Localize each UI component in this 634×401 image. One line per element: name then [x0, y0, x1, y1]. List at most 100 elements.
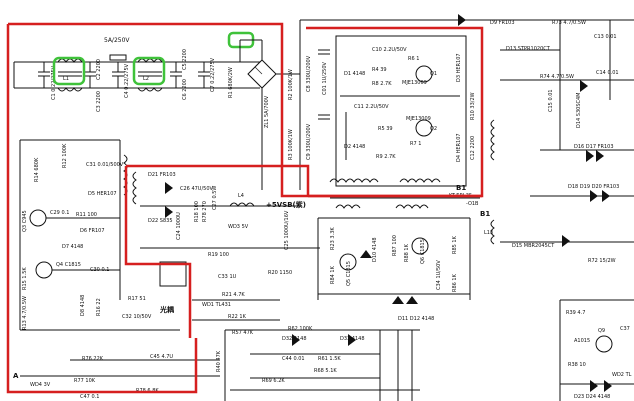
- c26-label: C26 47U/50V: [180, 186, 214, 192]
- diode-d33: [348, 334, 356, 346]
- half-bridge: R2 100K/1W R3 100K/1W C8 330U/200V C9 33…: [288, 19, 480, 209]
- diode-d22: [165, 206, 173, 218]
- r39-label: R39 4.7: [566, 310, 585, 316]
- c45-label: C45 4.7U: [150, 354, 173, 360]
- r87-label: R87 100: [392, 235, 398, 256]
- d11-label: D11 D12 4148: [398, 316, 434, 322]
- transistor-q1: [415, 65, 433, 83]
- c47-label: C47 0.1: [80, 394, 99, 400]
- bottom-section: R57 47K R62 100K D32 4148 D33 4148 C44 0…: [13, 299, 634, 401]
- r61-label: R61 1.5K: [318, 356, 341, 362]
- r1-label: R1 680K/2W: [228, 67, 234, 98]
- r4-label: R4 39: [372, 67, 387, 73]
- r21-label: R21 4.7K: [222, 292, 245, 298]
- o1b-label: -O1B: [466, 201, 479, 207]
- d14-label: D14 S30SC4M: [576, 93, 582, 129]
- q6-label: Q6 C1815: [420, 239, 426, 264]
- r77-label: R77 10K: [74, 378, 96, 384]
- c12-label: C12 2200: [470, 136, 476, 160]
- optocoupler: [159, 261, 187, 287]
- q1-label: Q1: [430, 71, 437, 77]
- diode-d32: [292, 334, 300, 346]
- c01-label: C01 1U/250V: [322, 61, 328, 95]
- red-outline-inner: [124, 166, 192, 338]
- wd1-label: WD1 TL431: [202, 302, 231, 308]
- c3-label: C3 2200: [96, 91, 102, 112]
- transistor-q4: [35, 261, 53, 279]
- c9-label: C9 330U/200V: [306, 123, 312, 160]
- fuse-label: 5A/250V: [104, 37, 130, 44]
- l1-label: L1: [63, 76, 69, 82]
- transistor-q2: [415, 119, 433, 137]
- q2-part-label: MJE13009: [406, 116, 431, 122]
- r17-label: R17 51: [128, 296, 146, 302]
- r7-label: R7 1: [410, 141, 421, 147]
- r84-label: R84 1K: [330, 265, 336, 284]
- inductor-l1: [57, 58, 83, 92]
- r3-label: R3 100K/1W: [288, 129, 294, 160]
- diode-d21: [165, 182, 173, 194]
- d1-label: D1 4148: [344, 71, 365, 77]
- q5-label: Q5 C1815: [346, 261, 352, 286]
- diode-d9: [458, 14, 466, 26]
- d13-label: D13 STPR1020CT: [506, 46, 551, 52]
- red-outline-top-inner: [126, 164, 310, 196]
- transistor-q9: [595, 335, 613, 353]
- r73-label: R73 4.7/0.5W: [552, 20, 586, 26]
- c15-label: C15 0.01: [548, 89, 554, 112]
- r5-label: R5 39: [378, 126, 393, 132]
- output-rectifiers: D9 FR103 R73 4.7/0.5W C13 0.01 D13 STPR1…: [440, 14, 634, 264]
- d6-label: D6 FR107: [80, 228, 105, 234]
- r38-label: R38 10: [568, 362, 586, 368]
- r15-label: R15 1.5K: [22, 267, 28, 290]
- r85-label: R85 1K: [452, 235, 458, 254]
- q2-label: Q2: [430, 126, 437, 132]
- l4-label: L4: [238, 193, 244, 199]
- q9-label: Q9: [598, 328, 605, 334]
- c4-label: C4 0.22/275V: [124, 63, 130, 98]
- r40-label: R40 47K: [216, 350, 222, 372]
- d23-label: D23 D24 4148: [574, 394, 610, 400]
- a1015-label: A1015: [574, 338, 590, 344]
- r13-label: R13 4.7/0.5W: [22, 296, 28, 330]
- diode-d12: [406, 296, 418, 304]
- c24-label: C24 1000U: [176, 212, 182, 240]
- inductor-l2: [137, 58, 163, 92]
- red-outline-left: [6, 24, 198, 394]
- diode-d15: [562, 235, 570, 247]
- q1-part-label: MJE13009: [402, 80, 427, 86]
- c13-label: C13 0.01: [594, 34, 617, 40]
- node-a-label: A: [13, 372, 19, 380]
- r68-label: R68 5.1K: [314, 368, 337, 374]
- c29-label: C29 0.1: [50, 210, 69, 216]
- d7-label: D7 4148: [62, 244, 83, 250]
- wd4-label: WD4 3V: [30, 382, 51, 388]
- cap-c5: [170, 62, 182, 88]
- transistor-q6: [411, 237, 429, 255]
- highlight-l2: [132, 56, 166, 86]
- c11-label: C11 2.2U/50V: [354, 104, 389, 110]
- c27-label: C27 0.5W: [212, 186, 218, 210]
- wd3-label: WD3 5V: [228, 224, 249, 230]
- c37-label: C37: [620, 326, 630, 332]
- d5-label: D5 HER107: [88, 191, 117, 197]
- wd2-label: WD2 TL: [612, 372, 632, 378]
- r19-label: R19 100: [208, 252, 229, 258]
- d9-label: D9 FR103: [490, 20, 515, 26]
- c32-label: C32 10/50V: [122, 314, 152, 320]
- diode-d24: [604, 380, 612, 392]
- d2-label: D2 4148: [344, 144, 365, 150]
- diode-d16: [586, 150, 594, 162]
- r62-label: R62 100K: [288, 326, 313, 332]
- c6-label: C6 2200: [182, 79, 188, 100]
- c33-label: C33 1U: [218, 274, 237, 280]
- r78-label: R78 270: [202, 201, 208, 222]
- r8-label: R8 2.7K: [372, 81, 392, 87]
- d3-label: D3 HER107: [456, 53, 462, 82]
- r72-label: R72 15/2W: [588, 258, 616, 264]
- c7-label: C7 0.22/275V: [210, 57, 216, 92]
- r10-label: R10 33/2W: [470, 92, 476, 120]
- r2-label: R2 100K/1W: [288, 69, 294, 100]
- control-left: R14 680K R12 100K C31 0.01/500V D5 HER10…: [19, 139, 187, 331]
- cap-c7: [198, 62, 210, 88]
